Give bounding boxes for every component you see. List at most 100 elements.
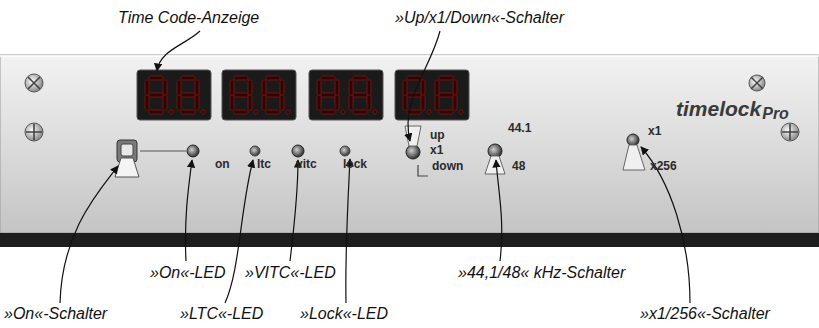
display-segment — [353, 93, 367, 97]
toggle-switch — [485, 144, 505, 174]
display-segment — [248, 80, 252, 95]
panel-highlight — [0, 55, 819, 57]
display-segment — [439, 110, 453, 114]
display-dot — [254, 110, 258, 114]
panel-marking: vitc — [296, 158, 317, 172]
panel-shadow — [0, 233, 819, 247]
leader-line — [290, 160, 298, 261]
callout-label: »LTC«-LED — [180, 305, 263, 323]
leader-line — [346, 159, 350, 303]
led — [250, 146, 260, 156]
display-segment — [403, 95, 407, 110]
display-segment — [181, 76, 195, 80]
callout-label: »On«-LED — [150, 264, 226, 282]
display-segment — [230, 80, 234, 95]
display-segment — [195, 80, 199, 95]
display-segment — [321, 76, 335, 80]
callout-label: »Lock«-LED — [300, 305, 388, 323]
display-segment — [421, 95, 425, 110]
display-segment — [439, 93, 453, 97]
leader-line — [225, 160, 253, 303]
screw — [781, 123, 799, 141]
display-segment — [349, 80, 353, 95]
panel-marking: 44.1 — [508, 122, 531, 136]
leader-line — [496, 160, 502, 261]
panel-marking: down — [432, 160, 463, 174]
display-segment — [321, 93, 335, 97]
display-segment — [453, 95, 457, 110]
display-segment — [181, 110, 195, 114]
display-segment — [266, 110, 280, 114]
display-dot — [427, 110, 431, 114]
display-segment — [177, 95, 181, 110]
panel-marking: x1 — [430, 144, 443, 158]
callout-label: »44,1/48« kHz-Schalter — [458, 264, 625, 282]
display-segment — [367, 95, 371, 110]
panel-marking: 48 — [512, 160, 525, 174]
led — [187, 145, 199, 157]
toggle-switch — [115, 140, 139, 177]
seven-segment-display — [137, 70, 469, 120]
leader-line — [185, 160, 192, 261]
screw — [25, 123, 43, 141]
display-segment — [280, 95, 284, 110]
display-dot — [169, 110, 173, 114]
display-segment — [435, 95, 439, 110]
toggle-switch — [623, 134, 645, 170]
leader-line — [408, 31, 440, 141]
display-segment — [234, 110, 248, 114]
display-segment — [439, 76, 453, 80]
display-segment — [367, 80, 371, 95]
panel-marking: lock — [343, 158, 367, 172]
display-segment — [248, 95, 252, 110]
display-segment — [317, 80, 321, 95]
display-window — [222, 70, 296, 120]
leader-line — [60, 166, 118, 303]
display-segment — [177, 80, 181, 95]
display-segment — [149, 76, 163, 80]
brand-suffix: Pro — [762, 105, 789, 123]
display-dot — [373, 110, 377, 114]
display-segment — [453, 80, 457, 95]
display-segment — [335, 95, 339, 110]
display-dot — [459, 110, 463, 114]
display-segment — [234, 76, 248, 80]
display-segment — [149, 93, 163, 97]
led — [340, 146, 350, 156]
callout-label: »VITC«-LED — [245, 264, 336, 282]
screw — [25, 74, 43, 92]
led — [292, 145, 304, 157]
display-dot — [286, 110, 290, 114]
display-segment — [266, 93, 280, 97]
display-segment — [403, 80, 407, 95]
display-segment — [421, 80, 425, 95]
display-segment — [353, 76, 367, 80]
display-segment — [266, 76, 280, 80]
panel-marking: x256 — [650, 160, 677, 174]
display-window — [309, 70, 383, 120]
display-segment — [262, 80, 266, 95]
display-segment — [349, 95, 353, 110]
callout-label: Time Code-Anzeige — [118, 9, 259, 27]
bracket-line — [418, 165, 428, 176]
display-segment — [230, 95, 234, 110]
toggle-switch — [405, 126, 421, 159]
display-segment — [145, 80, 149, 95]
panel-marking: up — [430, 129, 445, 143]
display-segment — [317, 95, 321, 110]
panel-marking: on — [215, 158, 230, 172]
display-segment — [181, 93, 195, 97]
panel-marking: ltc — [257, 158, 271, 172]
leader-lines — [60, 31, 690, 303]
display-dot — [201, 110, 205, 114]
front-panel — [0, 55, 819, 233]
display-dot — [341, 110, 345, 114]
panel-marking: x1 — [648, 125, 661, 139]
display-segment — [145, 95, 149, 110]
brand-name: timelock — [676, 97, 761, 121]
screw — [749, 75, 765, 91]
display-segment — [163, 80, 167, 95]
display-segment — [280, 80, 284, 95]
display-segment — [407, 76, 421, 80]
